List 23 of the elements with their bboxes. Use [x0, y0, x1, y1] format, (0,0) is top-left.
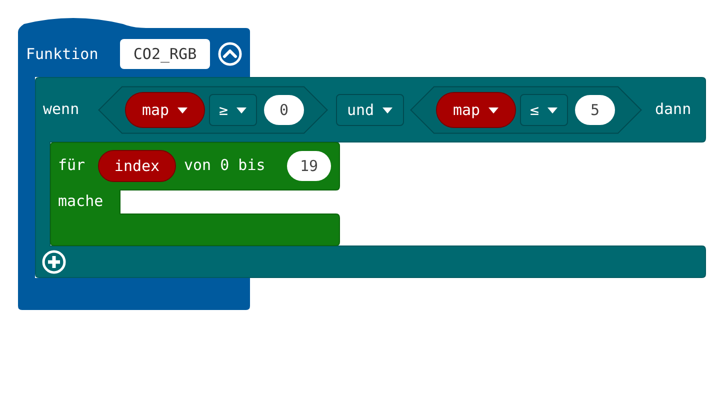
operator-dropdown: [336, 94, 404, 126]
operator-dropdown: [209, 94, 257, 126]
block-label: mache: [58, 192, 104, 210]
block-label: und: [346, 101, 374, 119]
block-label: dann: [655, 100, 692, 118]
block-label: index: [114, 157, 160, 175]
block-label: ≤: [530, 101, 540, 119]
name-field: [120, 39, 210, 69]
block-label: 19: [300, 157, 318, 175]
variable-pill: [125, 92, 205, 128]
variable-pill: [436, 92, 516, 128]
block-label: von 0 bis: [184, 156, 266, 174]
block-label: 5: [590, 101, 600, 119]
block-label: wenn: [43, 100, 80, 118]
block-label: 0: [279, 101, 289, 119]
variable-pill: [98, 150, 176, 182]
block-label: für: [58, 156, 86, 174]
operator-dropdown: [520, 94, 568, 126]
block-label: map: [142, 101, 170, 119]
block-label: CO2_RGB: [133, 45, 197, 63]
block-label: Funktion: [26, 45, 98, 63]
block-label: ≥: [218, 101, 228, 119]
block-label: map: [452, 101, 480, 119]
